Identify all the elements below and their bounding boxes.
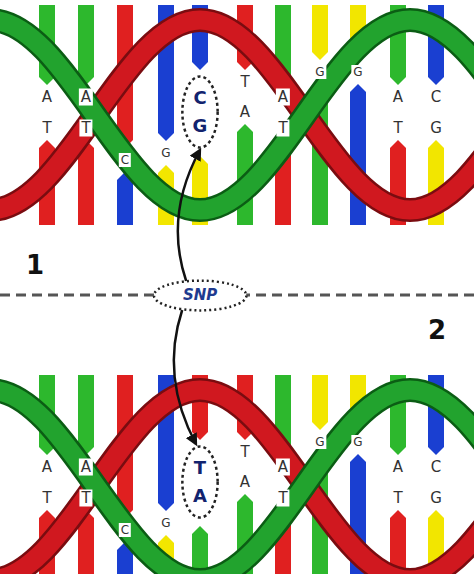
base-letter: A (238, 104, 252, 121)
snp-circle: TA (182, 445, 218, 519)
base-letter: T (40, 120, 53, 137)
base-letter: G (428, 120, 444, 137)
pointer-arrow (178, 150, 200, 281)
base-letter: A (40, 459, 54, 476)
base-letter: A (193, 487, 207, 505)
base-letter: A (391, 459, 405, 476)
dna-helix-2 (0, 375, 474, 574)
base-letter: T (276, 490, 289, 507)
base-letter: G (313, 435, 326, 449)
base-letter: A (40, 89, 54, 106)
snp-circle: CG (182, 75, 218, 149)
base-letter: A (79, 89, 93, 106)
base-letter: G (351, 65, 364, 79)
base-letter: G (159, 146, 172, 160)
base-letter: A (276, 89, 290, 106)
base-letter: T (79, 120, 92, 137)
base-letter: C (119, 523, 131, 537)
base-letter: T (238, 444, 251, 461)
base-letter: A (391, 89, 405, 106)
base-letter: A (276, 459, 290, 476)
base-letter: T (276, 120, 289, 137)
panel-number: 1 (24, 251, 46, 279)
base-letter: T (79, 490, 92, 507)
base-letter: A (238, 474, 252, 491)
base-letter: C (429, 89, 443, 106)
ellipse-outline (182, 445, 218, 519)
base-letter: T (194, 459, 206, 477)
base-letter: C (119, 153, 131, 167)
base-letter: T (238, 74, 251, 91)
base-letter: G (313, 65, 326, 79)
base-letter: G (428, 490, 444, 507)
base-letter: C (193, 89, 206, 107)
dna-helix-1 (0, 5, 474, 225)
pointer-arrow (174, 310, 196, 444)
base-letter: G (351, 435, 364, 449)
base-letter: C (429, 459, 443, 476)
base-letter: G (159, 516, 172, 530)
base-letter: T (391, 490, 404, 507)
snp-label: SNP (183, 288, 217, 303)
ellipse-outline (182, 75, 218, 149)
base-letter: A (79, 459, 93, 476)
base-letter: T (40, 490, 53, 507)
base-letter: G (193, 117, 208, 135)
snp-label-ellipse: SNP (153, 280, 247, 311)
base-letter: T (391, 120, 404, 137)
panel-number: 2 (426, 316, 448, 344)
